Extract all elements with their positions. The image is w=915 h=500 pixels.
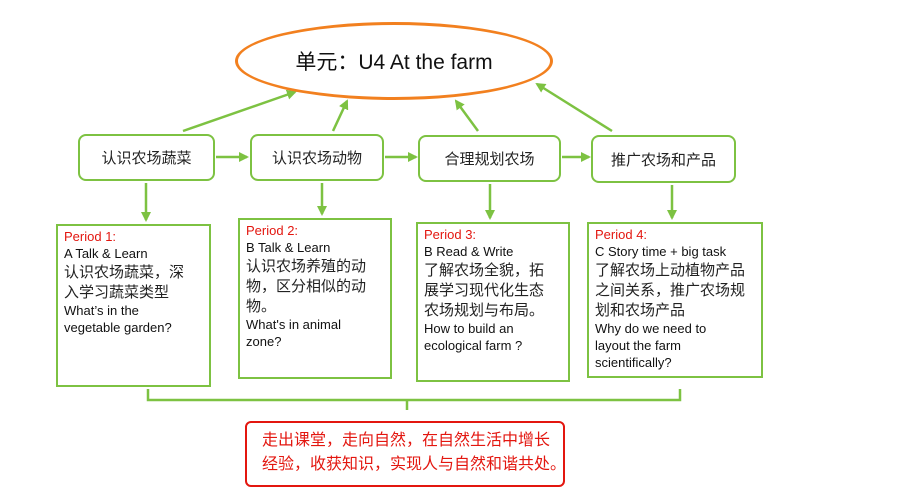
period-question-line: Why do we need to xyxy=(595,321,707,336)
unit-title: 单元：U4 At the farm xyxy=(295,51,493,74)
stage-box-promotion: 推广农场和产品 xyxy=(591,135,736,183)
period-lesson: B Read & Write xyxy=(424,244,514,259)
period-box-2: Period 2: B Talk & Learn 认识农场养殖的动 物，区分相似… xyxy=(238,218,392,379)
arrow-stage1-to-unit xyxy=(182,89,297,133)
summary-line: 经验，收获知识，实现人与自然和谐共处。 xyxy=(262,454,567,473)
period-question-line: layout the farm xyxy=(595,338,681,353)
period-question-line: What's in animal xyxy=(246,317,341,332)
period-heading: Period 3: xyxy=(424,227,477,242)
period-box-1: Period 1: A Talk & Learn 认识农场蔬菜，深 入学习蔬菜类… xyxy=(56,224,211,387)
period-heading: Period 2: xyxy=(246,223,299,238)
period-goal-line: 物。 xyxy=(246,297,277,315)
period-goal-line: 入学习蔬菜类型 xyxy=(64,283,170,301)
period-goal-line: 认识农场蔬菜，深 xyxy=(64,263,185,281)
period-question-line: zone? xyxy=(246,334,282,349)
period-lesson: A Talk & Learn xyxy=(64,246,148,261)
period-question-line: What’s in the xyxy=(64,303,139,318)
period-box-3: Period 3: B Read & Write 了解农场全貌，拓 展学习现代化… xyxy=(416,222,570,382)
period-goal-line: 了解农场全貌，拓 xyxy=(424,261,545,279)
period-question-line: vegetable garden? xyxy=(64,320,172,335)
stage-label: 认识农场蔬菜 xyxy=(101,149,192,167)
summary-line: 走出课堂，走向自然，在自然生活中增长 xyxy=(262,430,551,449)
period-heading: Period 4: xyxy=(595,227,648,242)
period-goal-line: 展学习现代化生态 xyxy=(424,281,545,299)
period-question-line: ecological farm ? xyxy=(424,338,523,353)
period-question-line: scientifically? xyxy=(595,355,672,370)
period-goal-line: 认识农场养殖的动 xyxy=(246,257,367,275)
period-question-line: How to build an xyxy=(424,321,514,336)
period-goal-line: 划和农场产品 xyxy=(595,301,686,319)
period-box-4: Period 4: C Story time + big task 了解农场上动… xyxy=(587,222,763,378)
period-goal-line: 之间关系，推广农场规 xyxy=(595,281,746,299)
stage-label: 认识农场动物 xyxy=(271,149,362,167)
stage-box-planning: 合理规划农场 xyxy=(418,135,561,182)
period-lesson: C Story time + big task xyxy=(595,244,727,259)
arrow-stage3-to-unit xyxy=(454,99,480,132)
period-heading: Period 1: xyxy=(64,229,117,244)
stage-box-animals: 认识农场动物 xyxy=(250,134,384,181)
stage-box-vegetables: 认识农场蔬菜 xyxy=(78,134,215,181)
period-goal-line: 了解农场上动植物产品 xyxy=(595,261,746,279)
period-goal-line: 物，区分相似的动 xyxy=(246,277,367,295)
period-lesson: B Talk & Learn xyxy=(246,240,331,255)
stage-label: 合理规划农场 xyxy=(444,150,535,168)
unit-ellipse: 单元：U4 At the farm xyxy=(235,22,553,100)
stage-label: 推广农场和产品 xyxy=(610,150,716,169)
period-goal-line: 农场规划与布局。 xyxy=(424,301,545,319)
summary-box: 走出课堂，走向自然，在自然生活中增长 经验，收获知识，实现人与自然和谐共处。 xyxy=(245,421,567,487)
summary-bracket xyxy=(146,389,682,402)
arrow-stage4-to-unit xyxy=(535,82,613,133)
arrow-stage2-to-unit xyxy=(331,99,349,132)
